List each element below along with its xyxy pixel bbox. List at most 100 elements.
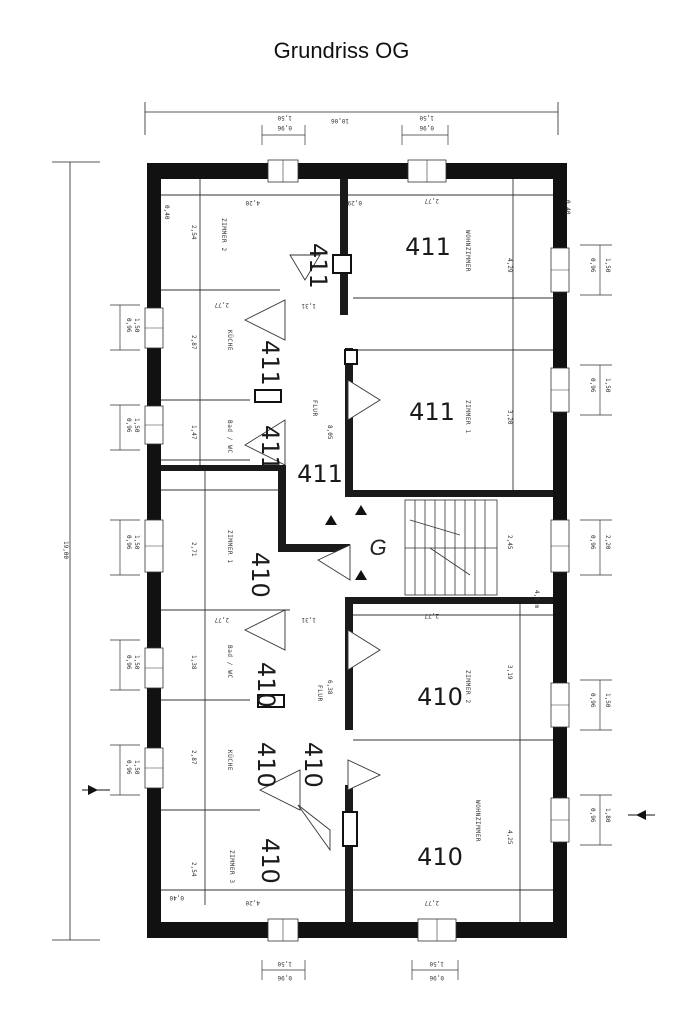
- dim-label: 4,25: [506, 830, 513, 845]
- chimney-shafts: [254, 254, 358, 847]
- dim-label: 1,50: [604, 378, 611, 393]
- room-label: WOHNZIMMER: [474, 800, 481, 842]
- dim-label: 2,87: [190, 335, 197, 350]
- dim-label: 1,31: [301, 302, 316, 309]
- opening-dimension-labels: 0,96 1,50 0,96 1,50 0,96 1,50 0,96 1,50 …: [125, 114, 611, 981]
- dim-label: 2,45: [506, 535, 513, 550]
- dim-label: 0,96: [125, 535, 132, 550]
- dim-label: 0,96: [589, 258, 596, 273]
- room-label: ZIMMER 2: [220, 218, 227, 252]
- dim-label: 0,40: [163, 205, 170, 220]
- dim-label: 0,40: [169, 894, 184, 901]
- room-label: ZIMMER 1: [464, 400, 471, 434]
- unit-number: 411: [405, 233, 451, 261]
- dim-label: 1,50: [429, 960, 444, 967]
- unit-number: 410: [299, 742, 327, 788]
- dim-label: 0,96: [429, 974, 444, 981]
- dim-label: 0,40: [564, 200, 571, 215]
- left-dimension-line: [52, 161, 100, 941]
- room-label: ZIMMER 1: [226, 530, 233, 564]
- dim-label: 0,96: [277, 974, 292, 981]
- dim-label: 2,87: [190, 750, 197, 765]
- room-label: KÜCHE: [226, 330, 233, 351]
- dim-label: 6,38: [326, 680, 333, 695]
- staircase: [404, 499, 498, 596]
- dim-label: 1,50: [277, 114, 292, 121]
- room-label: ZIMMER 2: [464, 670, 471, 704]
- dim-label: 1,31: [301, 616, 316, 623]
- dim-label: 4,20: [245, 899, 260, 906]
- top-dimension-line: [144, 102, 559, 135]
- room-label: FLUR: [316, 685, 323, 702]
- unit-number: 410: [256, 838, 284, 884]
- plan-title: Grundriss OG: [273, 38, 410, 63]
- dim-label: 0,96: [589, 808, 596, 823]
- stair-note: 4,0 m: [533, 590, 540, 608]
- dim-label: 2,54: [190, 225, 197, 240]
- dimension-labels: 0,40 4,20 2,54 2,87 1,47 2,77 1,31 8,05 …: [163, 197, 571, 906]
- window-mullions: [145, 160, 569, 941]
- unit-number: 411: [256, 340, 284, 386]
- unit-number: 410: [417, 683, 463, 711]
- dim-label: 4,29: [506, 258, 513, 273]
- dim-label: 1,50: [419, 114, 434, 121]
- dim-label: 8,05: [326, 425, 333, 440]
- dim-label: 1,50: [133, 760, 140, 775]
- dim-label: 3,20: [506, 410, 513, 425]
- dim-label: 0,96: [125, 760, 132, 775]
- partition-lines: [161, 179, 553, 922]
- dim-label: 2,77: [214, 616, 229, 623]
- unit-number: 411: [409, 398, 455, 426]
- unit-number: 411: [256, 425, 284, 471]
- dim-label: 2,77: [424, 612, 439, 619]
- room-labels: ZIMMER 2 KÜCHE Bad / WC FLUR WOHNZIMMER …: [220, 218, 481, 884]
- unit-number: 411: [297, 460, 343, 488]
- dim-label: 0,96: [589, 693, 596, 708]
- dim-label: 1,50: [604, 693, 611, 708]
- dim-label: 0,96: [125, 418, 132, 433]
- section-marker-right: [628, 810, 655, 820]
- dim-label: 2,77: [424, 197, 439, 204]
- dim-label: 2,54: [190, 862, 197, 877]
- stair-label: G: [369, 535, 386, 560]
- room-label: Bad / WC: [226, 645, 233, 679]
- unit-number: 411: [304, 243, 332, 289]
- interior-walls: [161, 179, 553, 922]
- dim-label: 4,20: [245, 199, 260, 206]
- dim-label: 1,50: [133, 535, 140, 550]
- dim-label: 1,50: [133, 318, 140, 333]
- room-label: ZIMMER 3: [228, 850, 235, 884]
- room-label: Bad / WC: [226, 420, 233, 454]
- dim-label: 0,96: [589, 378, 596, 393]
- door-swings: [243, 254, 382, 852]
- unit-numbers: 411 411 411 411 411 411 410 410 410 410 …: [246, 233, 463, 884]
- dim-label: 0,96: [589, 535, 596, 550]
- room-label: KÜCHE: [226, 750, 233, 771]
- dim-label: 0,96: [125, 655, 132, 670]
- total-length-label: 19,00: [62, 541, 69, 559]
- dim-label: 0,96: [277, 124, 292, 131]
- dim-label: 3,19: [506, 665, 513, 680]
- dim-label: 2,77: [424, 899, 439, 906]
- dim-label: 1,50: [133, 418, 140, 433]
- unit-number: 410: [252, 662, 280, 708]
- section-marker-left: [82, 785, 110, 795]
- opening-dimensions: [110, 125, 612, 980]
- dim-label: 1,38: [190, 655, 197, 670]
- total-width-label: 10,06: [331, 117, 349, 124]
- room-label: FLUR: [311, 400, 318, 417]
- unit-number: 410: [252, 742, 280, 788]
- room-label: WOHNZIMMER: [464, 230, 471, 272]
- dim-label: 0,96: [419, 124, 434, 131]
- dim-label: 2,77: [214, 301, 229, 308]
- dim-label: 1,80: [604, 808, 611, 823]
- dim-label: 2,71: [190, 542, 197, 557]
- dim-label: 1,50: [133, 655, 140, 670]
- dim-label: 1,50: [277, 960, 292, 967]
- dim-label: 0,96: [125, 318, 132, 333]
- dim-label: 1,47: [190, 425, 197, 440]
- dim-label: 1,50: [604, 258, 611, 273]
- dim-label: 0,29: [347, 199, 362, 206]
- unit-number: 410: [417, 843, 463, 871]
